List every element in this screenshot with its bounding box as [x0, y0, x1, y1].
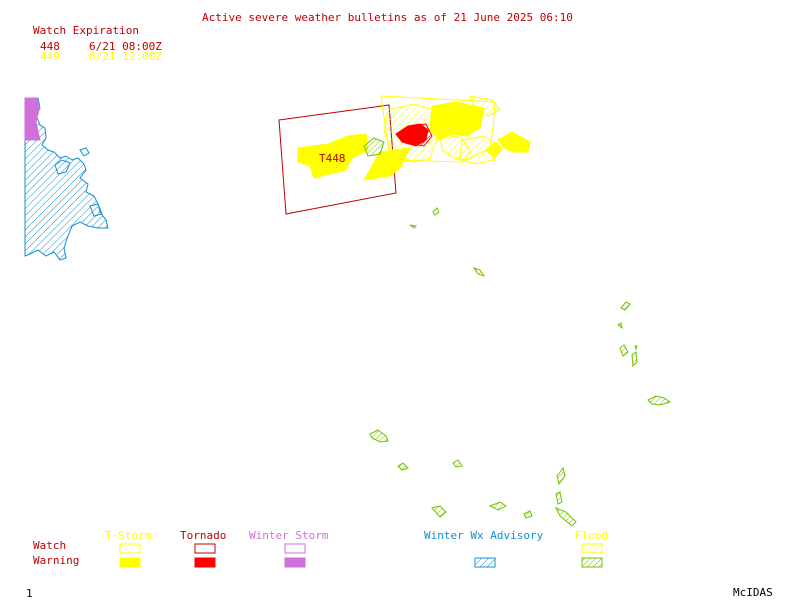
legend-winter-storm-label: Winter Storm: [249, 529, 329, 542]
watch-box-448: [278, 104, 397, 215]
legend-tornado-label: Tornado: [180, 529, 227, 542]
legend-watch-row-label: Watch: [33, 539, 67, 552]
legend-flood-watch-swatch: [581, 543, 603, 554]
bulletin-title: Active severe weather bulletins as of 21…: [202, 11, 573, 24]
watch-449-id: 449: [40, 50, 60, 63]
watch-box-448-label: T448: [319, 152, 346, 165]
winter-advisory-west: [24, 97, 109, 261]
flood-warnings: [363, 137, 672, 527]
legend-tstorm-watch-swatch: [119, 543, 141, 554]
legend-tstorm-warning-swatch: [119, 557, 141, 568]
legend-tornado-warning-swatch: [194, 557, 216, 568]
winter-storm-warning-area: [24, 97, 41, 141]
legend-winter-advisory-label: Winter Wx Advisory: [424, 529, 544, 542]
tornado-hatch-area: [409, 123, 433, 147]
watch-expiration-heading: Watch Expiration: [33, 24, 139, 37]
legend-winter-storm-watch-swatch: [284, 543, 306, 554]
frame-number: 1: [26, 587, 33, 600]
legend-swatches: [119, 543, 603, 568]
mcidas-brand: McIDAS: [733, 586, 773, 599]
legend-winter-storm-warning-swatch: [284, 557, 306, 568]
watch-448-time: 6/21 08:00Z: [89, 40, 162, 53]
tstorm-warnings: [297, 101, 531, 181]
watch-449-time: 6/21 12:00Z: [89, 50, 162, 63]
legend-winter-advisory-warning-swatch: [474, 557, 496, 568]
legend-tstorm-label: T-Storm: [105, 529, 152, 542]
legend-warning-row-label: Warning: [33, 554, 80, 567]
legend-flood-label: Flood: [575, 529, 609, 542]
watch-448-id: 448: [40, 40, 60, 53]
legend-flood-warning-swatch: [581, 557, 603, 568]
legend-tornado-watch-swatch: [194, 543, 216, 554]
